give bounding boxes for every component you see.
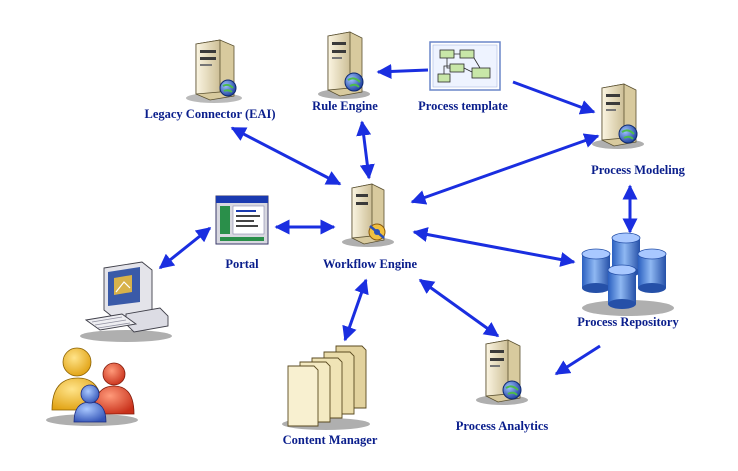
- computer-icon: [80, 261, 172, 342]
- database-cylinders-icon: [581, 232, 674, 316]
- label-legacy-connector: Legacy Connector (EAI): [145, 107, 276, 121]
- server-globe-icon: [186, 39, 242, 103]
- users-icon: [46, 347, 138, 426]
- arrow-legacy-workflow: [230, 126, 342, 186]
- label-rule-engine: Rule Engine: [312, 99, 378, 113]
- label-workflow-engine: Workflow Engine: [323, 257, 418, 271]
- label-content-manager: Content Manager: [283, 433, 378, 447]
- arrow-workflow-analytics: [418, 278, 500, 338]
- label-process-template: Process template: [418, 99, 508, 113]
- label-portal: Portal: [225, 257, 259, 271]
- server-globe-icon: [318, 31, 370, 99]
- arrow-modeling-workflow: [410, 133, 600, 205]
- arrow-workflow-content: [342, 278, 369, 342]
- server-globe-icon: [476, 339, 528, 405]
- arrow-rule-engine-workflow: [356, 120, 375, 180]
- server-gear-icon: [342, 183, 394, 247]
- flowchart-icon: [429, 41, 501, 91]
- portal-window-icon: [215, 195, 269, 245]
- server-globe-icon: [592, 83, 644, 149]
- label-process-repository: Process Repository: [577, 315, 679, 329]
- arrow-template-to-rule-engine: [376, 63, 429, 79]
- label-process-modeling: Process Modeling: [591, 163, 686, 177]
- arrow-repository-to-analytics: [554, 344, 601, 376]
- arrow-template-to-process-modeling: [512, 80, 596, 115]
- label-process-analytics: Process Analytics: [456, 419, 549, 433]
- arrow-workflow-repository: [412, 227, 576, 267]
- arrow-workstation-portal: [158, 226, 212, 270]
- connections: [158, 63, 638, 376]
- folders-icon: [282, 345, 370, 430]
